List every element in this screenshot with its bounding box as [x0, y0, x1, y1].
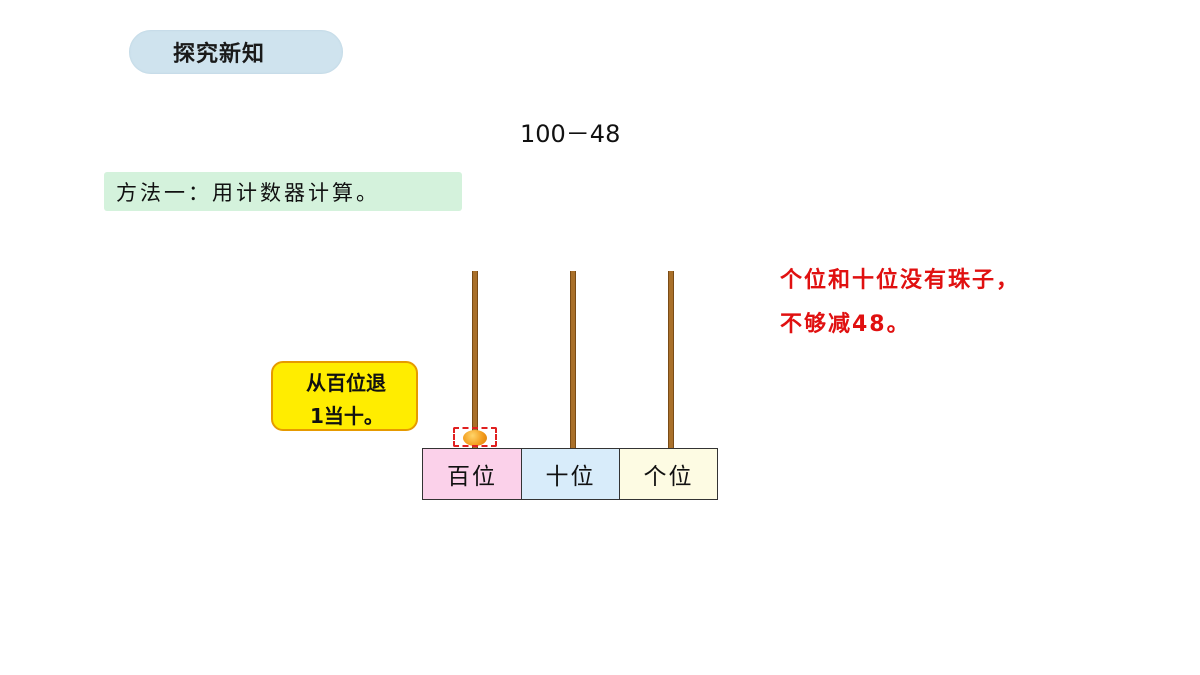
- place-ones: 个位: [619, 449, 717, 499]
- place-tens: 十位: [521, 449, 619, 499]
- rod-hundreds: [472, 271, 478, 449]
- note-line1: 个位和十位没有珠子，: [780, 268, 1021, 293]
- bead-highlight-box: [453, 427, 497, 447]
- bead-hundreds: [463, 430, 487, 446]
- rod-ones: [668, 271, 674, 449]
- hint-bubble: [271, 361, 418, 431]
- place-value-row: 百位 十位 个位: [422, 448, 718, 500]
- note-line2: 不够减48。: [780, 312, 911, 337]
- subtraction-expression: 100－48: [520, 120, 621, 148]
- section-badge: 探究新知: [129, 30, 343, 74]
- bubble-text-line2: 1当十。: [310, 404, 384, 428]
- method-label: 方法一：用计数器计算。: [104, 172, 462, 211]
- place-hundreds: 百位: [423, 449, 521, 499]
- rod-tens: [570, 271, 576, 449]
- bubble-text-line1: 从百位退: [306, 371, 386, 395]
